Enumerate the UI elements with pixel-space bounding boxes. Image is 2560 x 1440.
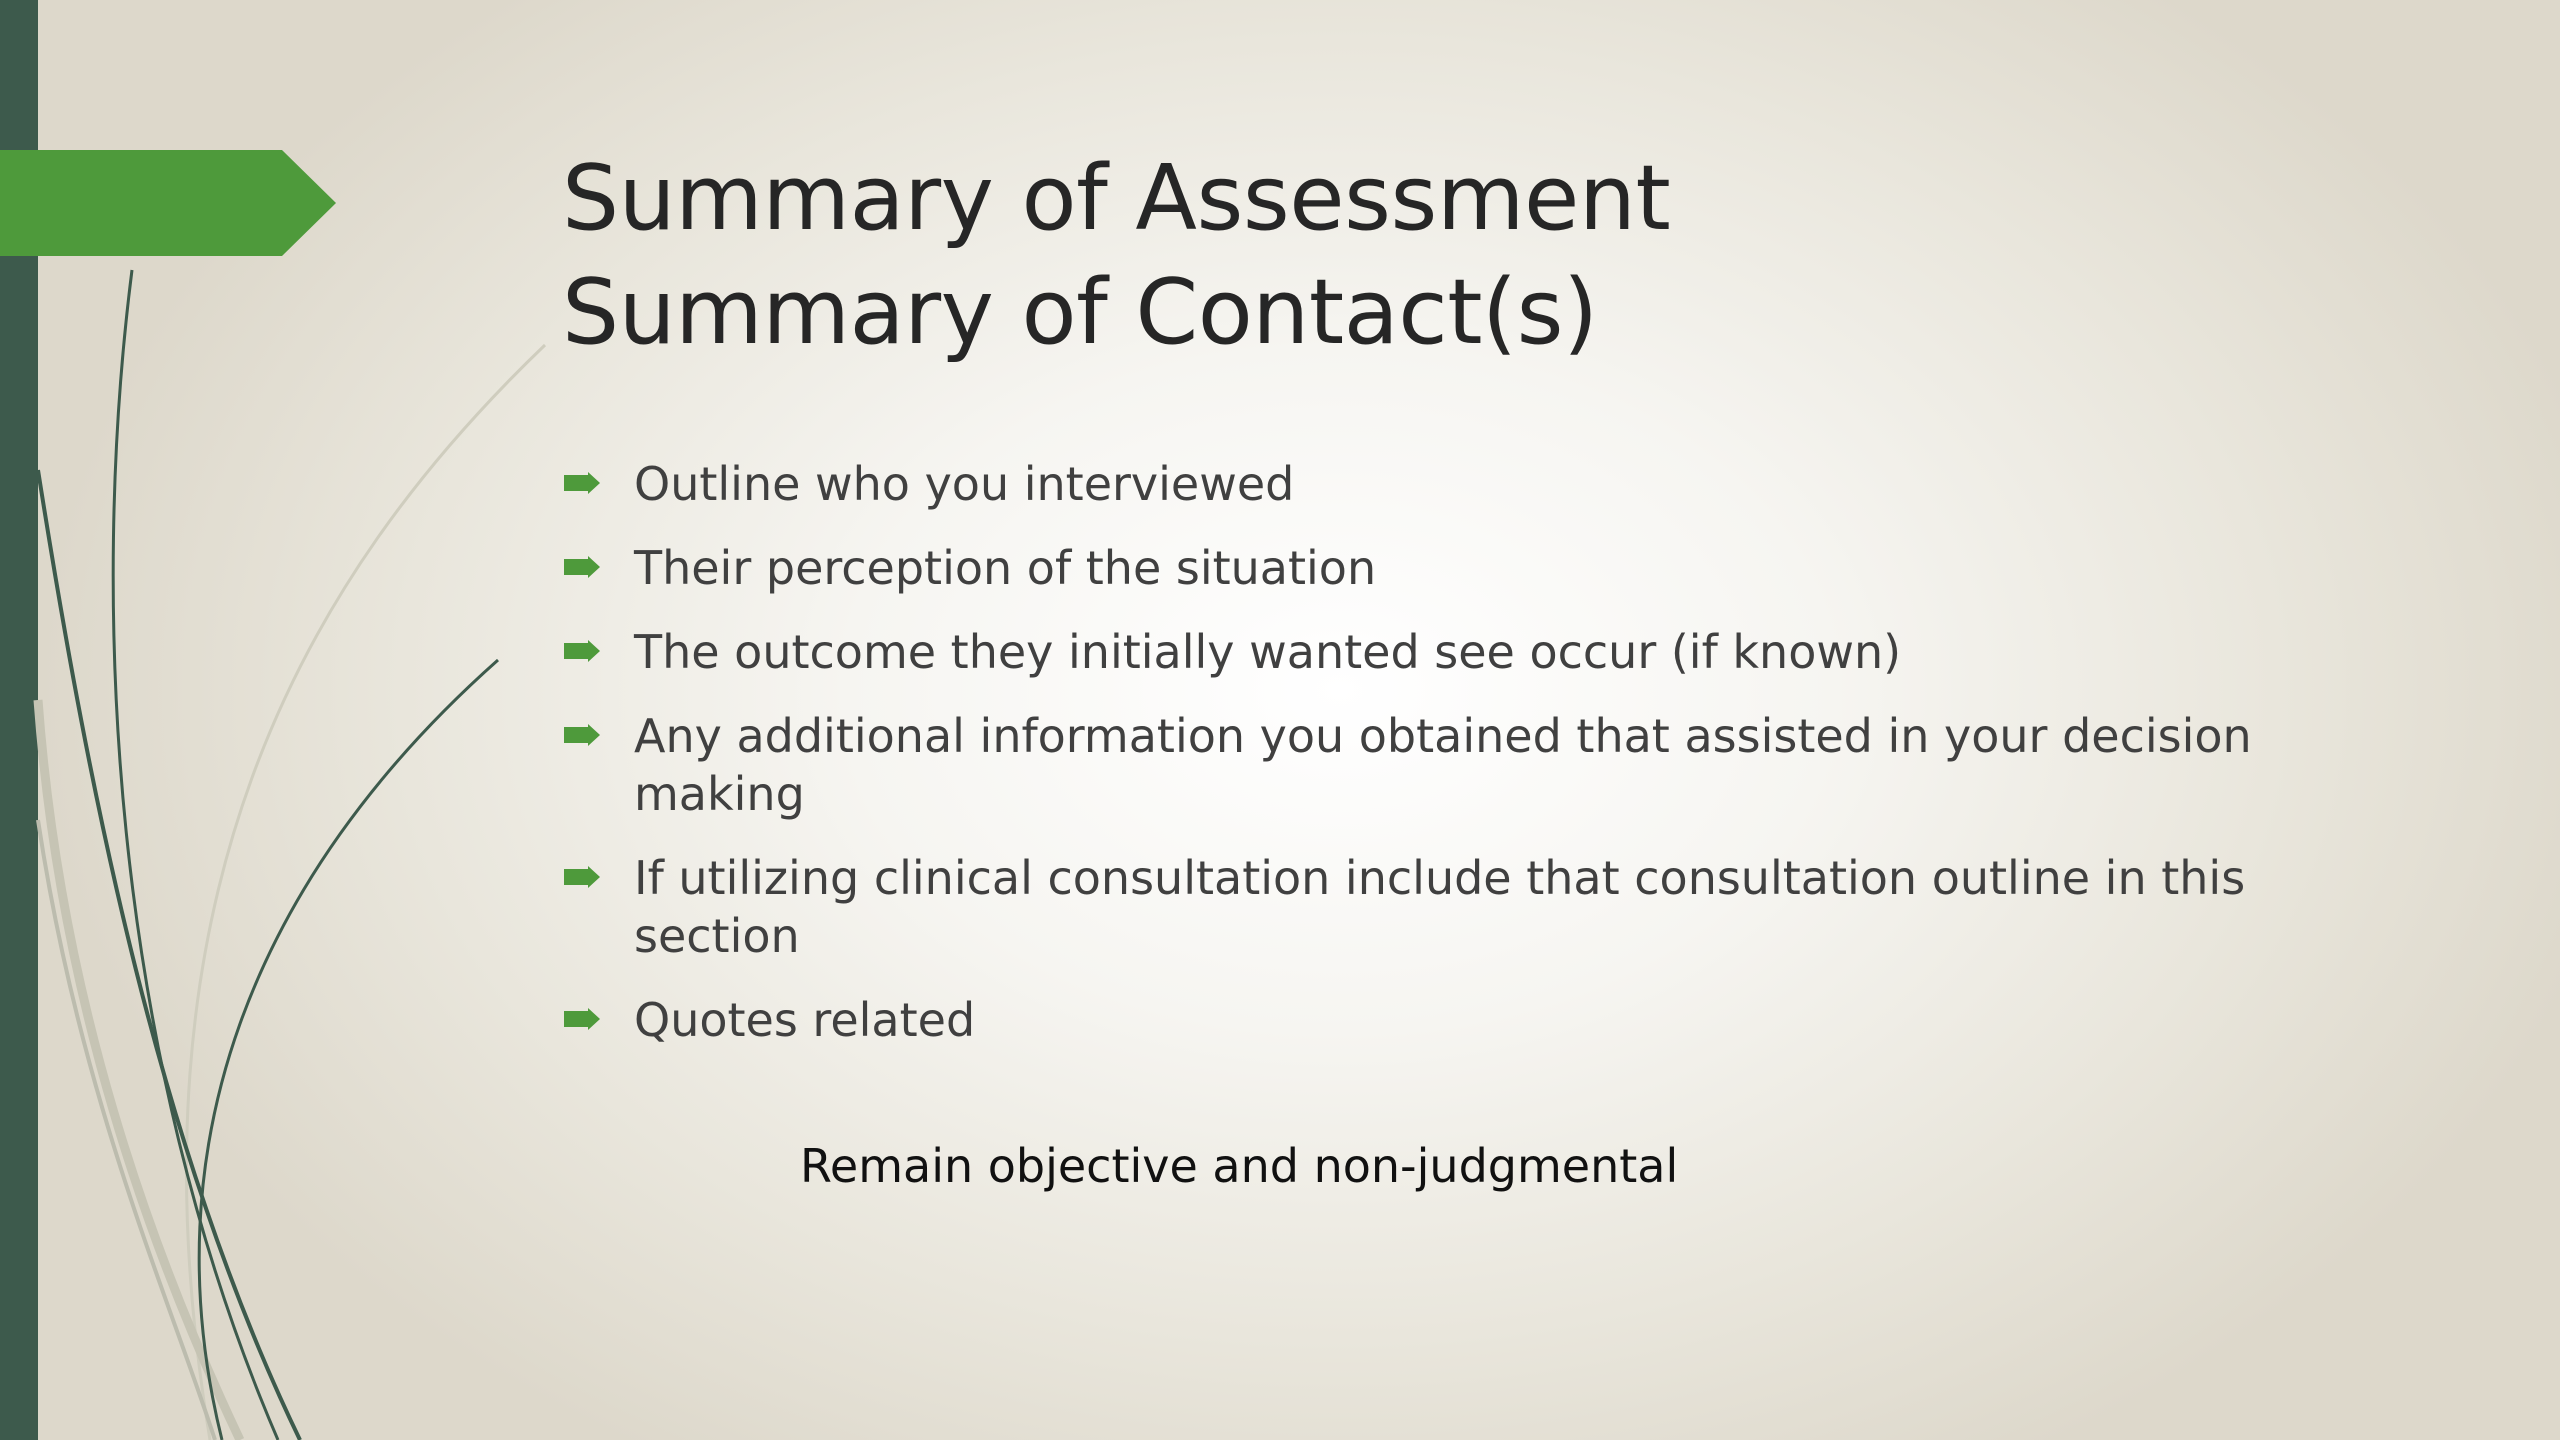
bullet-item: Quotes related — [562, 991, 2282, 1049]
bullet-text: Outline who you interviewed — [634, 457, 1295, 511]
green-arrow-bullet-icon — [564, 1008, 600, 1030]
green-arrow-banner-icon — [0, 150, 336, 256]
bullet-item: Their perception of the situation — [562, 539, 2282, 597]
bullet-text: The outcome they initially wanted see oc… — [634, 625, 1902, 679]
bullet-item: If utilizing clinical consultation inclu… — [562, 849, 2282, 965]
slide-title: Summary of Assessment Summary of Contact… — [562, 142, 1671, 370]
title-line-1: Summary of Assessment — [562, 146, 1671, 251]
title-line-2: Summary of Contact(s) — [562, 260, 1598, 365]
green-arrow-bullet-icon — [564, 556, 600, 578]
bullet-text: If utilizing clinical consultation inclu… — [634, 851, 2246, 963]
green-arrow-bullet-icon — [564, 866, 600, 888]
bullet-text: Their perception of the situation — [634, 541, 1377, 595]
closing-note: Remain objective and non-judgmental — [800, 1139, 1679, 1193]
bullet-text: Quotes related — [634, 993, 976, 1047]
decorative-swooshes — [33, 269, 547, 1440]
bullet-list: Outline who you interviewed Their percep… — [562, 455, 2282, 1075]
green-arrow-bullet-icon — [564, 724, 600, 746]
bullet-item: The outcome they initially wanted see oc… — [562, 623, 2282, 681]
bullet-text: Any additional information you obtained … — [634, 709, 2252, 821]
bullet-item: Any additional information you obtained … — [562, 707, 2282, 823]
green-arrow-bullet-icon — [564, 640, 600, 662]
green-arrow-bullet-icon — [564, 472, 600, 494]
bullet-item: Outline who you interviewed — [562, 455, 2282, 513]
